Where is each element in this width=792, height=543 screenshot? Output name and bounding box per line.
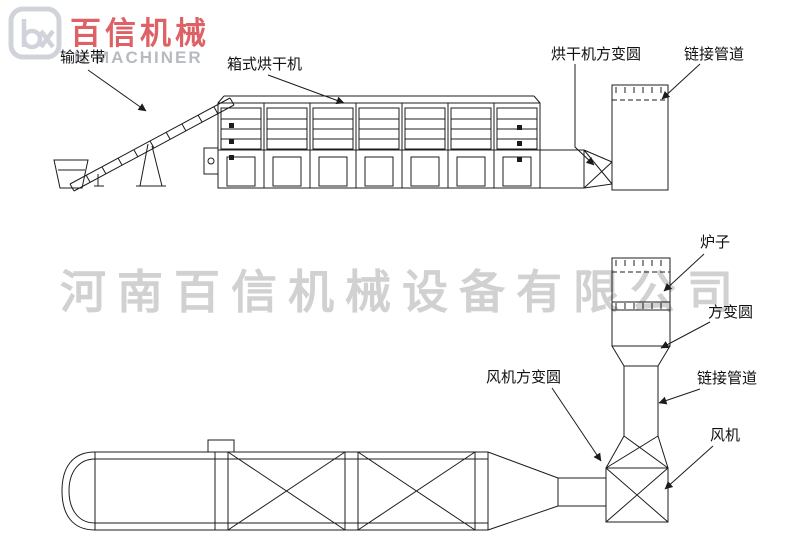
label-pipe-top: 链接管道 (684, 46, 745, 63)
furnace (611, 257, 671, 347)
drum-outlet-cone (487, 451, 606, 531)
box-dryer-body (203, 95, 541, 189)
label-fan: 风机 (710, 427, 741, 444)
logo: 百信机械 N MACHINER (8, 4, 258, 80)
connecting-pipe (623, 366, 659, 436)
conveyor-belt (53, 97, 235, 192)
top-connecting-pipe (611, 84, 669, 191)
leader-lines (87, 63, 714, 490)
label-pipe-right: 链接管道 (697, 370, 758, 387)
label-furnace: 炉子 (700, 234, 731, 251)
bx-logo-icon (8, 6, 62, 60)
brand-subtitle: N MACHINER (74, 48, 203, 67)
label-dryer-transition: 烘干机方变圆 (551, 46, 642, 63)
label-box-dryer: 箱式烘干机 (227, 56, 303, 73)
label-fan-transition: 风机方变圆 (486, 369, 562, 386)
label-conveyor: 输送带 (60, 49, 106, 66)
square-round-transition (611, 345, 671, 367)
brand-name: 百信机械 (70, 16, 210, 51)
dryer-outlet-duct (540, 149, 613, 189)
drying-drum (61, 439, 489, 531)
label-square-round: 方变圆 (708, 304, 754, 321)
fan-unit (605, 435, 669, 523)
